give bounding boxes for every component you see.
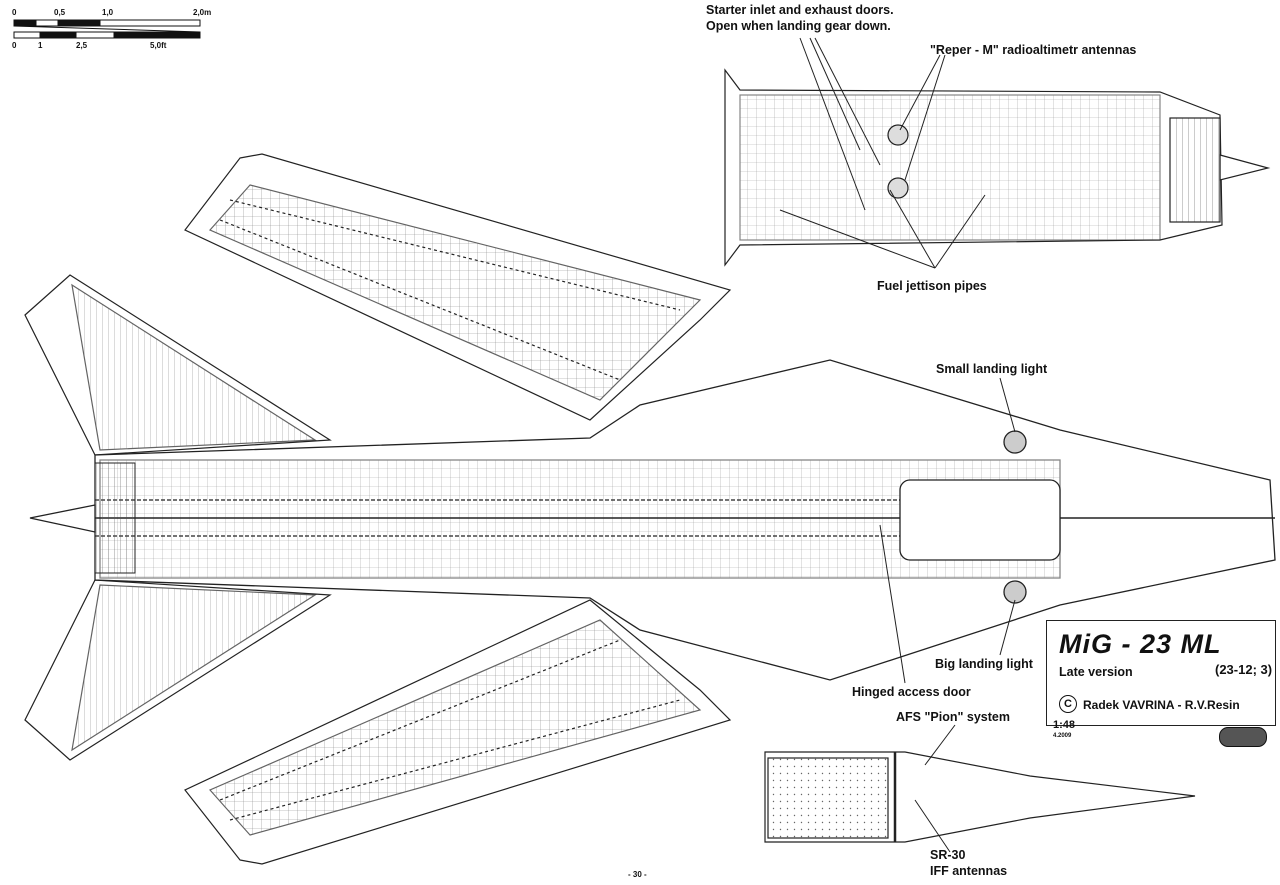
- title-code: (23-12; 3): [1215, 662, 1273, 677]
- callout-big-landing-light: Big landing light: [935, 657, 1033, 671]
- title-scale: 1:48: [1053, 719, 1076, 731]
- callout-small-landing-light: Small landing light: [936, 362, 1048, 376]
- title-block: MiG - 23 ML Late version (23-12; 3) C Ra…: [1046, 620, 1276, 726]
- scale-imperial-25: 2,5: [76, 41, 88, 50]
- scale-metric-20: 2,0m: [193, 8, 212, 17]
- title-version: Late version: [1059, 665, 1133, 679]
- callout-starter-doors-line2: Open when landing gear down.: [706, 19, 891, 33]
- left-lower-tailplane: [24, 579, 332, 761]
- left-upper-tailplane: [24, 274, 332, 456]
- callout-hinged-access-door: Hinged access door: [852, 685, 971, 699]
- detail-view-nose: [764, 751, 1196, 843]
- title-date: 4.2009: [1053, 733, 1072, 739]
- page-number: - 30 -: [628, 870, 647, 879]
- callout-starter-doors-line1: Starter inlet and exhaust doors.: [706, 3, 894, 17]
- callout-afs-system: AFS "Pion" system: [896, 710, 1010, 724]
- callout-fuel-jettison: Fuel jettison pipes: [877, 279, 987, 293]
- callout-reper-antennas: "Reper - M" radioaltimetr antennas: [930, 43, 1137, 57]
- scale-imperial-1: 1: [38, 41, 43, 50]
- scale-bar: [13, 19, 201, 39]
- title-main: MiG - 23 ML: [1059, 629, 1222, 659]
- rv-resin-logo-icon: [1219, 727, 1267, 747]
- scale-metric-10: 1,0: [102, 8, 114, 17]
- callout-sr30-line2: IFF antennas: [930, 864, 1008, 878]
- engine-nozzle: [94, 462, 136, 574]
- upper-wing: [184, 153, 732, 421]
- leader-lines: [779, 37, 1016, 853]
- lower-wing: [184, 599, 732, 865]
- copyright-icon: C: [1059, 695, 1077, 713]
- title-author: Radek VAVRINA - R.V.Resin: [1083, 698, 1240, 712]
- scale-imperial-0: 0: [12, 41, 17, 50]
- scale-imperial-50: 5,0ft: [150, 41, 167, 50]
- callout-sr30-line1: SR-30: [930, 848, 966, 862]
- detail-view-upper: [724, 68, 1271, 267]
- fuselage: [29, 359, 1276, 681]
- scale-metric-05: 0,5: [54, 8, 66, 17]
- scale-metric-0: 0: [12, 8, 17, 17]
